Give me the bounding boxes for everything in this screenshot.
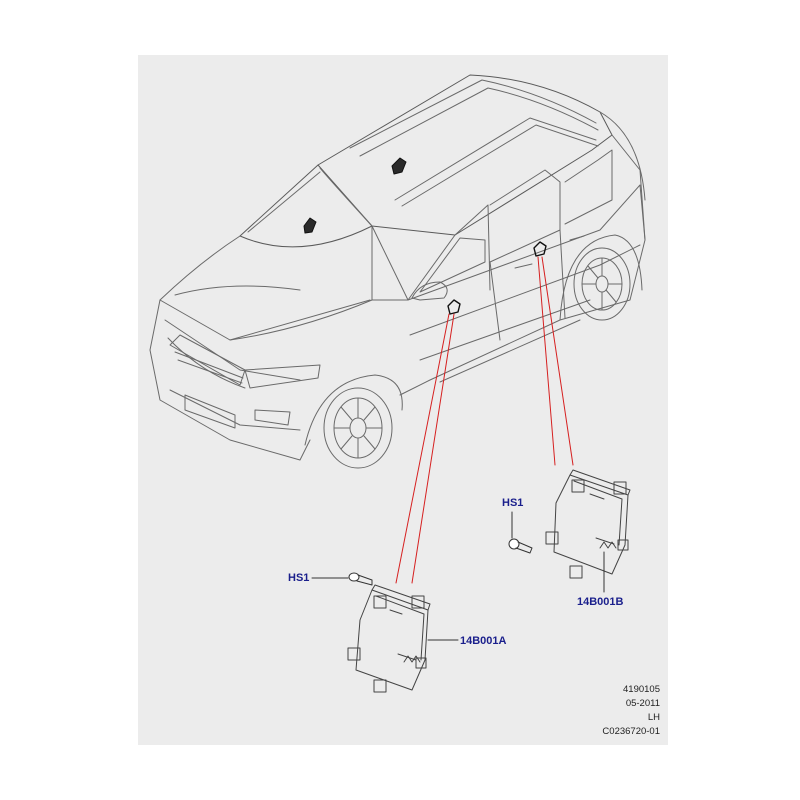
callout-module-a: 14B001A <box>460 635 507 647</box>
keyless-entry-module-icon <box>347 584 431 693</box>
vehicle-illustration <box>149 74 646 469</box>
screw-icon <box>348 572 373 586</box>
leader-lines <box>395 256 574 584</box>
antenna-clip-icon <box>303 157 407 234</box>
callout-module-b: 14B001B <box>577 596 624 608</box>
antenna-clip-icon <box>447 241 547 315</box>
reference-code: C0236720-01 <box>602 726 660 737</box>
keyless-entry-module-icon <box>545 469 631 579</box>
reference-number: 4190105 <box>623 684 660 695</box>
callout-hs1-right: HS1 <box>502 497 524 509</box>
callout-hs1-left: HS1 <box>288 572 310 584</box>
screw-icon <box>508 538 533 554</box>
reference-side: LH <box>647 712 660 723</box>
reference-date: 05-2011 <box>625 698 660 709</box>
